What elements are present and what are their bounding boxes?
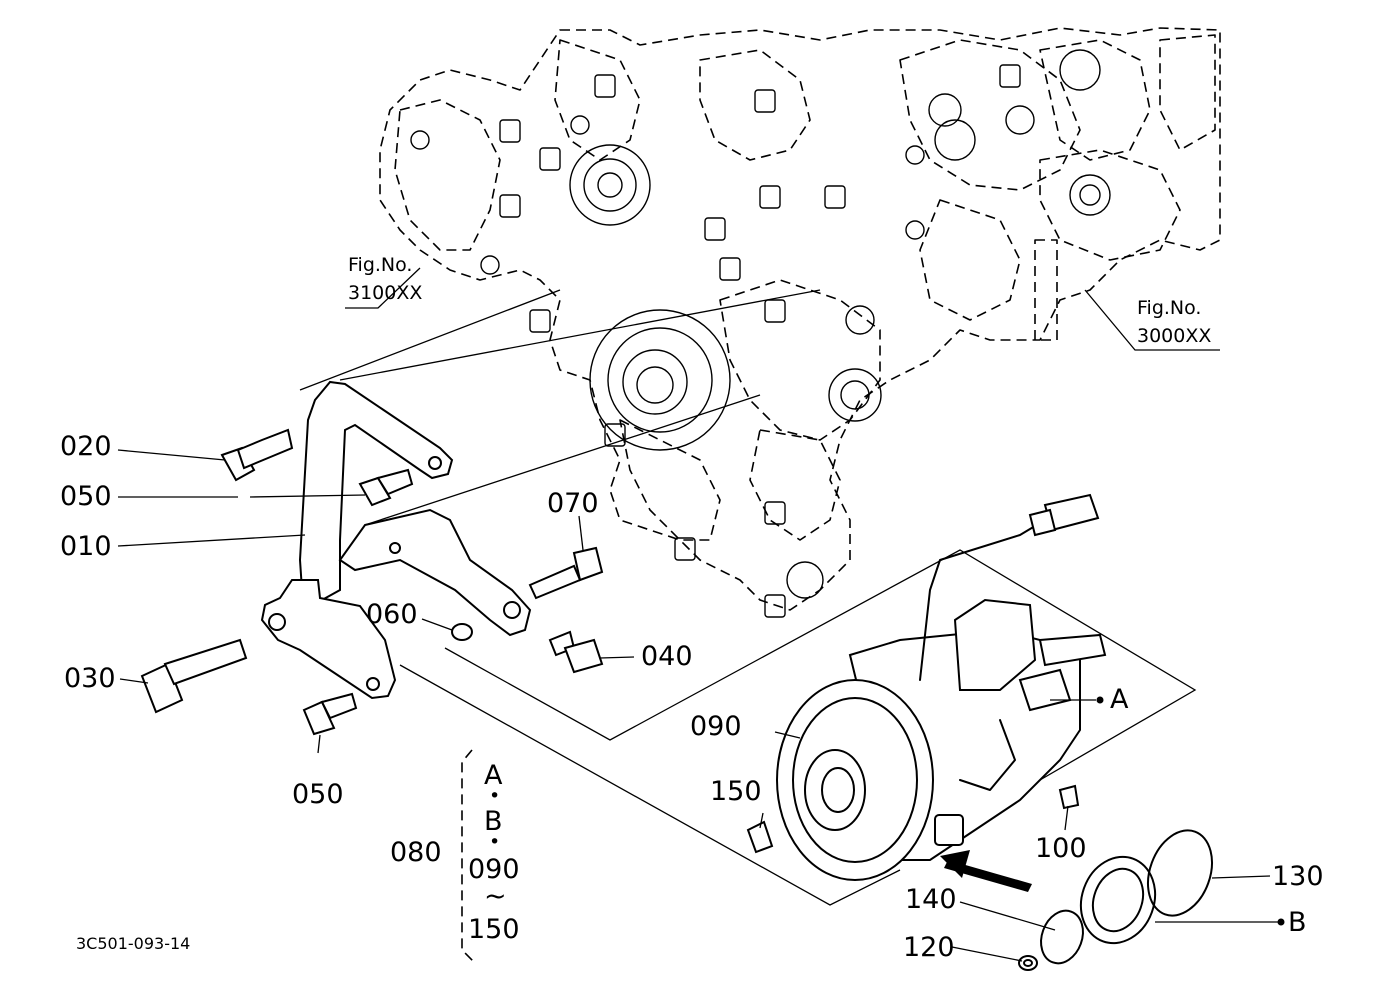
- kit-line-a: A: [484, 760, 503, 791]
- bolt-030-drawing: [140, 638, 248, 714]
- kit-number-080: 080: [390, 837, 442, 868]
- bolt-050-upper-drawing: [358, 468, 414, 507]
- fig-ref-3100-number: 3100XX: [348, 282, 423, 304]
- bolt-040-drawing: [548, 630, 604, 674]
- part-label-020: 020: [60, 431, 112, 462]
- part-label-120: 120: [903, 932, 955, 963]
- compressor-090-drawing: [746, 493, 1107, 881]
- bearing-b-drawing: [1079, 855, 1157, 945]
- part-label-010: 010: [60, 531, 112, 562]
- fig-ref-3000-label: Fig.No.: [1137, 297, 1202, 319]
- part-label-060: 060: [366, 599, 418, 630]
- direction-arrow: [940, 850, 1032, 892]
- bolt-020-drawing: [220, 428, 294, 482]
- part-label-070: 070: [547, 488, 599, 519]
- marker-b: B: [1288, 907, 1307, 938]
- kit-line-150: 150: [468, 914, 520, 945]
- part-label-030: 030: [64, 663, 116, 694]
- kit-line-tilde: ~: [484, 881, 507, 912]
- engine-block-outline: [379, 27, 1221, 611]
- engine-features: [410, 49, 1111, 618]
- leader-lines: [117, 267, 1285, 962]
- marker-a: A: [1110, 684, 1129, 715]
- snap-ring-130-drawing: [1147, 829, 1213, 917]
- part-label-140: 140: [905, 884, 957, 915]
- part-label-040: 040: [641, 641, 693, 672]
- fig-ref-3100-label: Fig.No.: [348, 254, 413, 276]
- washer-120-drawing: [1018, 955, 1038, 971]
- part-label-050-lower: 050: [292, 779, 344, 810]
- spacer-060-drawing: [451, 623, 473, 641]
- kit-bracket: [461, 749, 475, 963]
- part-label-130: 130: [1272, 861, 1324, 892]
- kit-line-dot-2: •: [489, 831, 501, 853]
- part-label-150: 150: [710, 776, 762, 807]
- drawing-code: 3C501-093-14: [76, 934, 191, 953]
- part-label-100: 100: [1035, 833, 1087, 864]
- part-label-090: 090: [690, 711, 742, 742]
- bracket-010-drawing: [260, 380, 532, 700]
- kit-line-dot-1: •: [489, 785, 501, 807]
- kit-line-b: B: [484, 806, 503, 837]
- bolt-070-drawing: [528, 546, 604, 600]
- assembly-lines: [299, 289, 1197, 906]
- snap-ring-140-drawing: [1040, 909, 1084, 965]
- kit-line-090: 090: [468, 854, 520, 885]
- part-label-050-upper: 050: [60, 481, 112, 512]
- fig-ref-3000-number: 3000XX: [1137, 325, 1212, 347]
- bolt-050-lower-drawing: [302, 692, 358, 736]
